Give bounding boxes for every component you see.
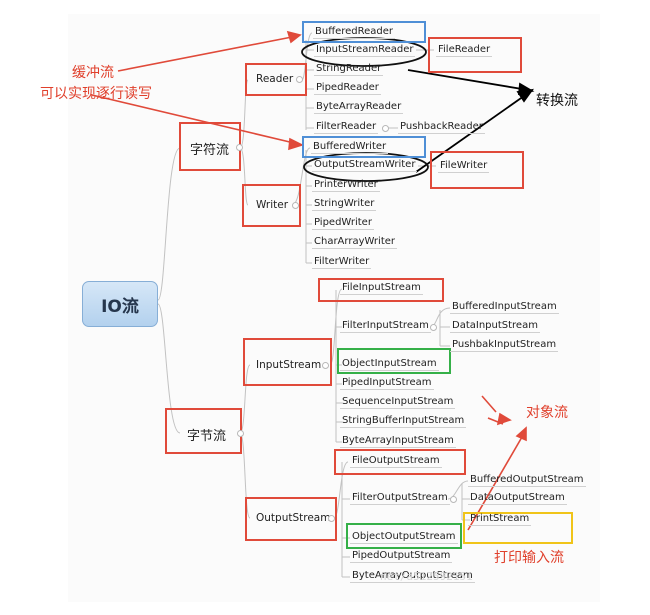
- highlight-writer: [242, 184, 301, 227]
- collapse-toggle-icon[interactable]: [296, 76, 303, 83]
- node-pushbakinputstream[interactable]: PushbakInputStream: [450, 339, 559, 352]
- watermark-text: net/a512592151: [380, 570, 473, 583]
- highlight-file-output-stream: [334, 449, 466, 475]
- annotation-object-stream: 对象流: [526, 405, 568, 421]
- collapse-toggle-icon[interactable]: [236, 144, 243, 151]
- node-fileinputstream[interactable]: FileInputStream: [340, 282, 423, 295]
- node-bytearrayinputstream[interactable]: ByteArrayInputStream: [340, 435, 456, 448]
- highlight-file-input-stream: [318, 278, 444, 302]
- node-filterwriter[interactable]: FilterWriter: [312, 256, 372, 269]
- node-bufferedinputstream[interactable]: BufferedInputStream: [450, 301, 559, 314]
- highlight-output-stream: [245, 497, 337, 541]
- node-pipedoutputstream[interactable]: PipedOutputStream: [350, 550, 453, 563]
- collapse-toggle-icon[interactable]: [328, 515, 335, 522]
- link-writer-children: [291, 147, 312, 264]
- annotation-buffer-stream-desc: 可以实现逐行读写: [40, 86, 152, 102]
- node-dataoutputstream[interactable]: DataOutputStream: [468, 492, 567, 505]
- highlight-object-input-stream: [337, 348, 451, 374]
- node-printerwriter[interactable]: PrinterWriter: [312, 179, 380, 192]
- root-node-io[interactable]: IO流: [82, 281, 158, 327]
- link-root-char: [157, 147, 181, 301]
- link-filteroutput-children: [447, 480, 470, 521]
- node-stringbufferinputstream[interactable]: StringBufferInputStream: [340, 415, 467, 428]
- node-outputstream[interactable]: OutputStream: [256, 512, 331, 524]
- node-printstream[interactable]: PrintStream: [468, 513, 532, 526]
- node-datainputstream[interactable]: DataInputStream: [450, 320, 540, 333]
- node-pushbackreader[interactable]: PushbackReader: [398, 121, 485, 134]
- node-objectinputstream[interactable]: ObjectInputStream: [340, 358, 439, 371]
- highlight-file-reader: [428, 37, 522, 73]
- link-root-byte: [157, 303, 181, 434]
- node-pipedwriter[interactable]: PipedWriter: [312, 217, 374, 230]
- highlight-input-stream: [243, 338, 332, 386]
- highlight-buffered-reader: [302, 21, 426, 43]
- highlight-file-writer: [430, 151, 524, 189]
- node-filewriter[interactable]: FileWriter: [438, 160, 490, 173]
- collapse-toggle-icon[interactable]: [322, 362, 329, 369]
- arrow-object-stream: [481, 395, 497, 413]
- arrow-object-output: [467, 436, 523, 531]
- annotation-buffer-stream: 缓冲流: [72, 65, 114, 81]
- highlight-reader: [245, 63, 307, 96]
- node-bytearrayoutputstream[interactable]: ByteArrayOutputStream: [350, 570, 475, 583]
- node-inputstream[interactable]: InputStream: [256, 359, 322, 371]
- node-filereader[interactable]: FileReader: [436, 44, 493, 57]
- node-bufferedwriter[interactable]: BufferedWriter: [311, 141, 389, 154]
- node-reader[interactable]: Reader: [256, 73, 294, 85]
- collapse-toggle-icon[interactable]: [450, 496, 457, 503]
- node-byte-stream[interactable]: 字节流: [187, 429, 227, 444]
- annotation-convert-stream: 转换流: [536, 93, 578, 109]
- node-outputstreamwriter[interactable]: OutputStreamWriter: [312, 159, 418, 172]
- collapse-toggle-icon[interactable]: [382, 125, 389, 132]
- node-bytearrayreader[interactable]: ByteArrayReader: [314, 101, 404, 114]
- node-sequenceinputstream[interactable]: SequenceInputStream: [340, 396, 456, 409]
- node-pipedreader[interactable]: PipedReader: [314, 82, 381, 95]
- node-bufferedoutputstream[interactable]: BufferedOutputStream: [468, 474, 586, 487]
- node-bufferedreader[interactable]: BufferedReader: [313, 26, 396, 39]
- node-pipedinputstream[interactable]: PipedInputStream: [340, 377, 434, 390]
- node-chararraywriter[interactable]: CharArrayWriter: [312, 236, 398, 249]
- collapse-toggle-icon[interactable]: [237, 430, 244, 437]
- node-objectoutputstream[interactable]: ObjectOutputStream: [350, 531, 458, 544]
- link-filterinput-children: [429, 307, 451, 347]
- collapse-toggle-icon[interactable]: [292, 202, 299, 209]
- collapse-toggle-icon[interactable]: [430, 324, 437, 331]
- node-filteroutputstream[interactable]: FilterOutputStream: [350, 492, 450, 505]
- highlight-object-output-stream: [346, 523, 462, 549]
- arrow-convert-reader: [407, 69, 523, 90]
- node-fileoutputstream[interactable]: FileOutputStream: [350, 455, 442, 468]
- node-char-stream[interactable]: 字符流: [190, 143, 230, 158]
- link-input-children: [329, 288, 343, 443]
- arrow-convert-writer: [415, 95, 525, 173]
- node-writer[interactable]: Writer: [256, 199, 289, 211]
- annotation-print-stream: 打印输入流: [494, 550, 564, 566]
- node-filterreader[interactable]: FilterReader: [314, 121, 379, 134]
- arrow-buffered-writer: [91, 94, 295, 144]
- node-filterinputstream[interactable]: FilterInputStream: [340, 320, 431, 333]
- node-inputstreamreader[interactable]: InputStreamReader: [314, 44, 416, 57]
- highlight-buffered-writer: [302, 136, 426, 158]
- node-stringreader[interactable]: StringReader: [314, 63, 384, 76]
- highlight-print-stream: [463, 512, 573, 544]
- node-stringwriter[interactable]: StringWriter: [312, 198, 377, 211]
- arrow-buffered-reader: [117, 36, 293, 72]
